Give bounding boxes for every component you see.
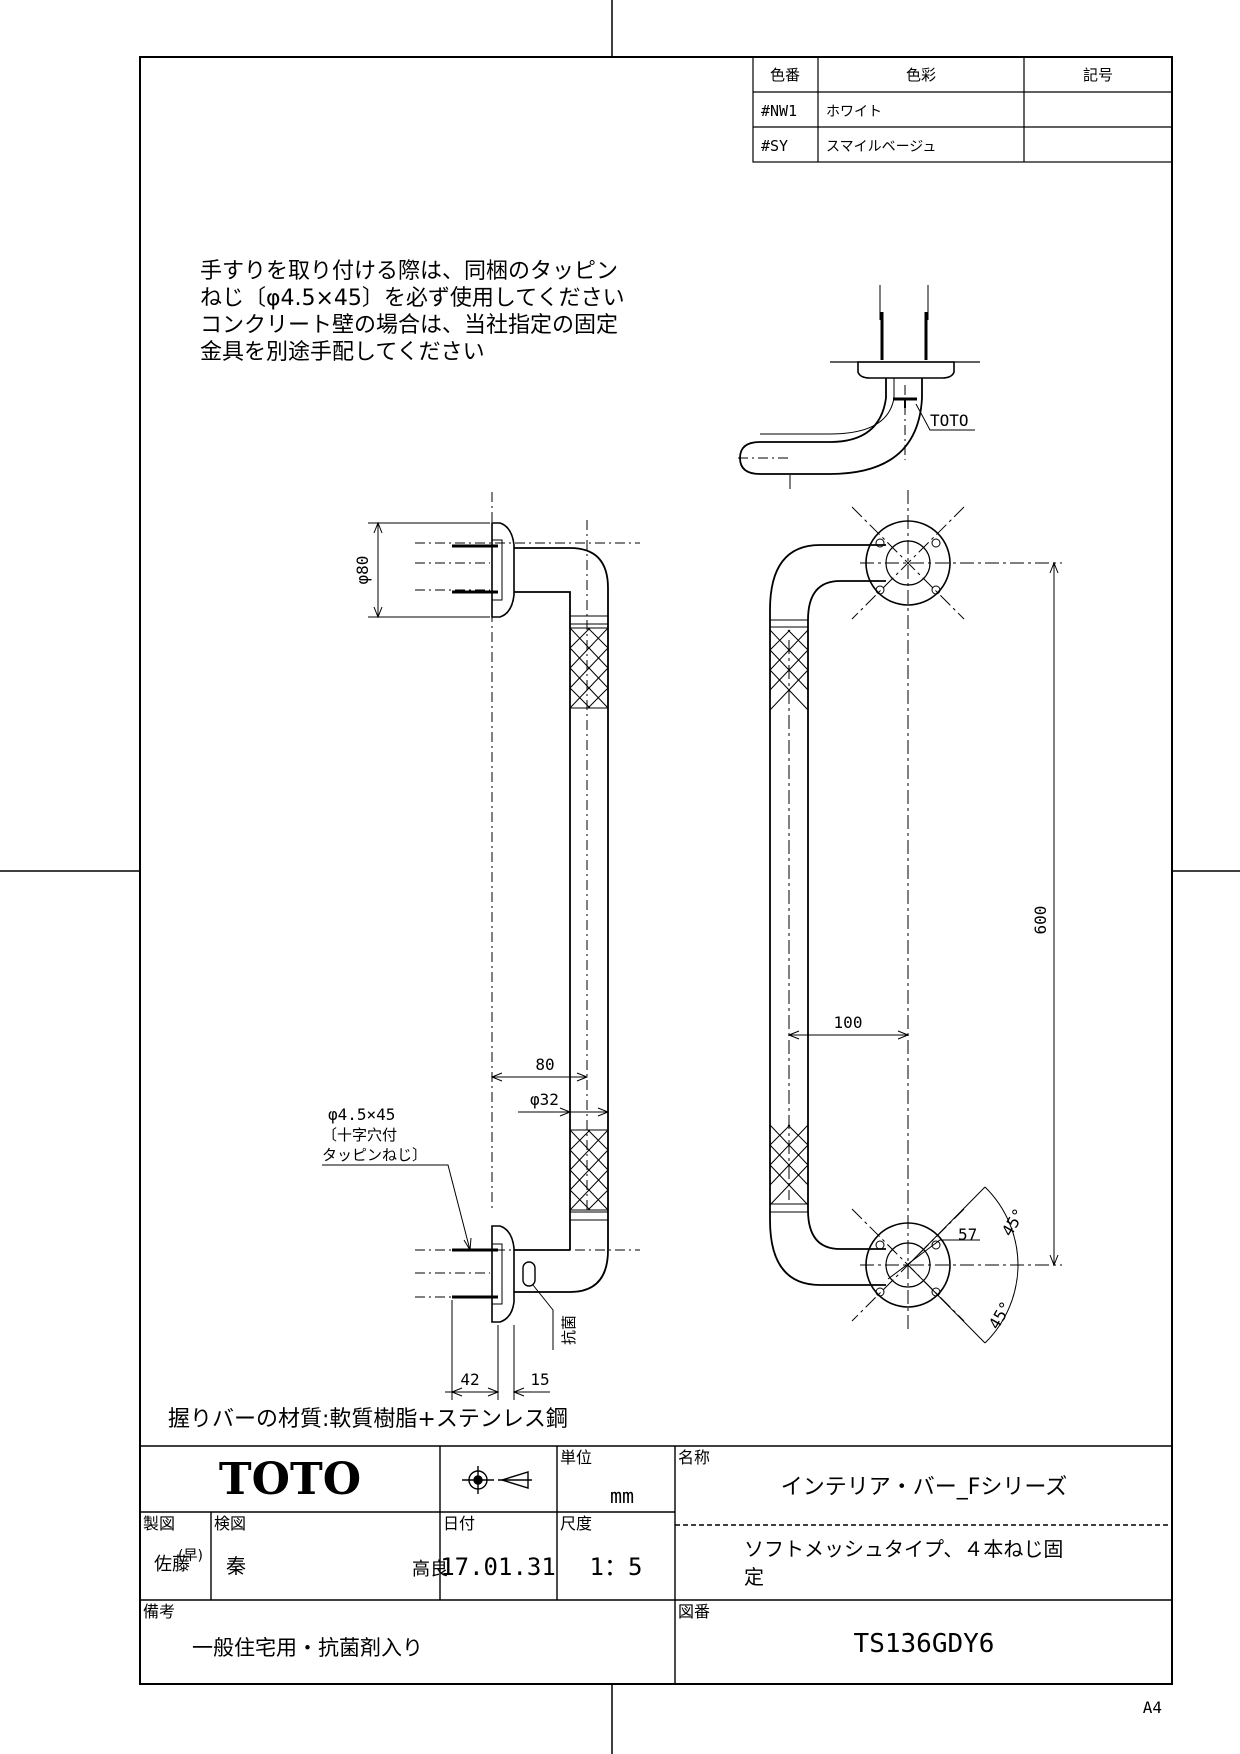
color-code-sy: #SY <box>761 137 788 155</box>
projection-symbol-icon <box>462 1466 532 1494</box>
title-block-grid <box>140 1445 1172 1684</box>
note-line-3: コンクリート壁の場合は、当社指定の固定 <box>200 313 618 338</box>
product-name: インテリア・バー_Fシリーズ <box>781 1475 1068 1500</box>
checked-by: 秦 <box>226 1554 246 1578</box>
color-table-header-symbol: 記号 <box>1083 66 1113 84</box>
unit-value: mm <box>610 1484 634 1508</box>
color-table <box>752 56 1173 163</box>
installation-note: 手すりを取り付ける際は、同梱のタッピン ねじ〔φ4.5×45〕を必ず使用してくだ… <box>200 259 625 365</box>
drawn-by: 佐藤 <box>154 1554 190 1575</box>
scale-value: 1：5 <box>590 1553 643 1581</box>
side-view <box>322 492 640 1400</box>
screw-label-1: φ4.5×45 <box>328 1105 395 1124</box>
note-line-1: 手すりを取り付ける際は、同梱のタッピン <box>200 259 618 284</box>
scale-label: 尺度 <box>560 1514 592 1533</box>
dim-600: 600 <box>1031 906 1050 935</box>
material-note: 握りバーの材質:軟質樹脂+ステンレス鋼 <box>168 1407 568 1432</box>
screw-label-2: 〔十字穴付 <box>322 1126 397 1144</box>
top-view <box>738 285 980 489</box>
color-code-nw1: #NW1 <box>761 102 797 120</box>
antibacterial-label: 抗菌 <box>560 1315 578 1345</box>
dim-phi80: φ80 <box>353 556 372 585</box>
top-view-toto-label: TOTO <box>930 411 969 430</box>
color-name-smile-beige: スマイルベージュ <box>826 139 936 155</box>
note-line-2: ねじ〔φ4.5×45〕を必ず使用してください <box>200 286 625 311</box>
approved-by: 高良 <box>412 1559 448 1580</box>
front-view <box>769 490 1062 1344</box>
paper-size: A4 <box>1143 1698 1162 1717</box>
drawn-label: 製図 <box>143 1514 175 1533</box>
dim-45-upper: 45° <box>998 1205 1029 1240</box>
drawing-number: TS136GDY6 <box>854 1629 995 1659</box>
color-name-white: ホワイト <box>826 104 882 120</box>
sheet-frame <box>139 56 1173 1685</box>
unit-label: 単位 <box>560 1448 592 1467</box>
brand-logo: TOTO <box>219 1454 361 1505</box>
screw-label-3: タッピンねじ〕 <box>322 1146 427 1164</box>
color-table-header-code: 色番 <box>770 66 800 84</box>
remarks-label: 備考 <box>143 1602 175 1621</box>
name-label: 名称 <box>678 1448 710 1467</box>
dim-15: 15 <box>530 1370 549 1389</box>
subtitle-line-1: ソフトメッシュタイプ、４本ねじ固 <box>744 1537 1063 1561</box>
date-value: 17.01.31 <box>440 1553 556 1581</box>
checked-label: 検図 <box>214 1514 246 1533</box>
dim-phi32: φ32 <box>530 1090 559 1109</box>
drawing-number-label: 図番 <box>678 1602 710 1621</box>
note-line-4: 金具を別途手配してください <box>200 340 485 365</box>
color-table-header-color: 色彩 <box>906 66 936 84</box>
date-label: 日付 <box>443 1514 475 1533</box>
dim-80: 80 <box>535 1055 554 1074</box>
dim-57: 57 <box>958 1225 977 1244</box>
dim-42: 42 <box>460 1370 479 1389</box>
dim-100: 100 <box>834 1013 863 1032</box>
subtitle-line-2: 定 <box>744 1565 764 1589</box>
remarks-value: 一般住宅用・抗菌剤入り <box>192 1636 423 1660</box>
drawn-by-mark: (早) <box>178 1548 203 1564</box>
